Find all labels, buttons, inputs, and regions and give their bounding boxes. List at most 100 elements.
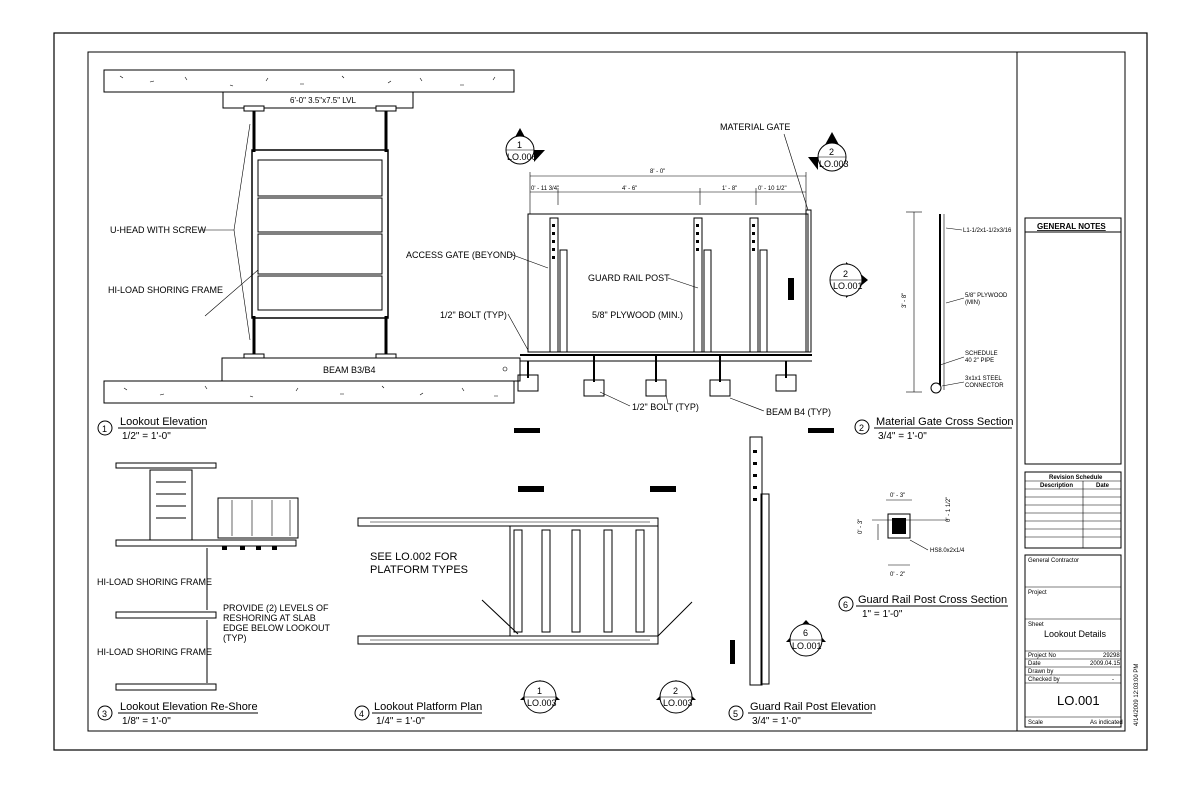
svg-text:(MIN): (MIN) bbox=[965, 300, 980, 306]
section-marker-lo001[interactable]: 2 LO.001 bbox=[829, 262, 868, 298]
view-1-title: Lookout Elevation bbox=[120, 416, 207, 428]
dim-4: 0' - 10 1/2" bbox=[758, 186, 787, 192]
svg-text:LO.001: LO.001 bbox=[792, 641, 822, 651]
view-6-title: Guard Rail Post Cross Section bbox=[858, 594, 1007, 606]
svg-text:29298: 29298 bbox=[1103, 653, 1120, 659]
svg-text:3/4" = 1'-0": 3/4" = 1'-0" bbox=[878, 431, 927, 442]
svg-text:6: 6 bbox=[803, 628, 808, 638]
svg-text:PLATFORM TYPES: PLATFORM TYPES bbox=[370, 564, 468, 576]
view-guard-rail-post-cross-section: 0' - 3" 0' - 3" 0' - 1 1/2" 0' - 2" HS8.… bbox=[838, 493, 1008, 620]
svg-text:Date: Date bbox=[1028, 661, 1041, 667]
svg-text:2: 2 bbox=[859, 423, 864, 433]
gate-height-dim: 3' - 8" bbox=[902, 293, 908, 308]
top-slab bbox=[103, 69, 515, 93]
svg-text:LO.001: LO.001 bbox=[833, 281, 863, 291]
svg-text:Sheet: Sheet bbox=[1028, 622, 1044, 628]
view-1-number-circle bbox=[97, 420, 113, 436]
svg-text:1/4" = 1'-0": 1/4" = 1'-0" bbox=[376, 716, 425, 727]
svg-text:(TYP): (TYP) bbox=[223, 633, 247, 643]
lvl-label: 6'-0" 3.5"x7.5" LVL bbox=[290, 96, 356, 105]
section-marker-lo003-top[interactable]: 2 LO.003 bbox=[808, 132, 849, 172]
plywood-panel bbox=[527, 213, 809, 353]
svg-text:CONNECTOR: CONNECTOR bbox=[965, 383, 1004, 389]
svg-text:Description: Description bbox=[1040, 483, 1073, 489]
svg-text:2: 2 bbox=[829, 147, 834, 157]
half-bolt-label-2: 1/2" BOLT (TYP) bbox=[632, 402, 699, 412]
svg-text:0' - 3": 0' - 3" bbox=[890, 493, 905, 499]
bottom-slab bbox=[103, 380, 515, 404]
sheet-number: LO.001 bbox=[1057, 693, 1100, 708]
view-lookout-platform-plan: SEE LO.002 FOR PLATFORM TYPES 1 LO.003 2… bbox=[354, 486, 696, 727]
svg-text:Scale: Scale bbox=[1028, 720, 1044, 726]
material-gate bbox=[805, 209, 812, 353]
section-marker-lo003-plan[interactable]: 1 LO.003 bbox=[520, 680, 560, 714]
svg-text:L1-1/2x1-1/2x3/16: L1-1/2x1-1/2x3/16 bbox=[963, 228, 1012, 234]
hi-load-label: HI-LOAD SHORING FRAME bbox=[108, 285, 223, 295]
svg-text:LO.006: LO.006 bbox=[507, 152, 537, 162]
svg-text:3x1x1 STEEL: 3x1x1 STEEL bbox=[965, 376, 1002, 382]
view-3-title: Lookout Elevation Re-Shore bbox=[120, 701, 258, 713]
access-gate-label: ACCESS GATE (BEYOND) bbox=[406, 250, 516, 260]
guard-rail-post-label: GUARD RAIL POST bbox=[588, 273, 670, 283]
svg-text:4: 4 bbox=[359, 709, 364, 719]
section-marker-lo003-plan-2[interactable]: 2 LO.003 bbox=[656, 680, 696, 714]
lvl-beam bbox=[222, 91, 414, 109]
svg-text:40 2" PIPE: 40 2" PIPE bbox=[965, 358, 994, 364]
view-4-title: Lookout Platform Plan bbox=[374, 701, 482, 713]
view-2-title: Material Gate Cross Section bbox=[876, 416, 1014, 428]
svg-text:EDGE BELOW LOOKOUT: EDGE BELOW LOOKOUT bbox=[223, 623, 331, 633]
svg-text:RESHORING AT SLAB: RESHORING AT SLAB bbox=[223, 613, 316, 623]
view-guard-rail-post-elevation: 6 LO.001 5 Guard Rail Post Elevation 3/4… bbox=[728, 436, 876, 727]
svg-text:Project No: Project No bbox=[1028, 653, 1057, 659]
svg-text:Project: Project bbox=[1028, 590, 1047, 596]
svg-text:0' - 2": 0' - 2" bbox=[890, 572, 905, 578]
svg-text:Date: Date bbox=[1096, 483, 1110, 489]
sheet-name: Lookout Details bbox=[1044, 629, 1107, 639]
svg-text:Revision Schedule: Revision Schedule bbox=[1049, 475, 1103, 481]
view-1-scale: 1/2" = 1'-0" bbox=[122, 431, 171, 442]
svg-text:SCHEDULE: SCHEDULE bbox=[965, 351, 998, 357]
svg-text:3: 3 bbox=[102, 709, 107, 719]
svg-text:2: 2 bbox=[843, 269, 848, 279]
svg-text:2: 2 bbox=[673, 686, 678, 696]
uhead-right bbox=[375, 105, 397, 112]
svg-text:6: 6 bbox=[843, 600, 848, 610]
svg-text:1: 1 bbox=[537, 686, 542, 696]
shoring-frame bbox=[251, 149, 389, 319]
inner-border bbox=[87, 51, 1126, 732]
svg-text:HI-LOAD SHORING FRAME: HI-LOAD SHORING FRAME bbox=[97, 577, 212, 587]
svg-text:0' - 3": 0' - 3" bbox=[858, 519, 864, 534]
svg-text:HS8.0x2x1/4: HS8.0x2x1/4 bbox=[930, 548, 965, 554]
u-head-label: U-HEAD WITH SCREW bbox=[110, 225, 206, 235]
svg-text:0' - 1 1/2": 0' - 1 1/2" bbox=[946, 497, 952, 522]
svg-text:5/8" PLYWOOD: 5/8" PLYWOOD bbox=[965, 293, 1008, 299]
svg-text:LO.003: LO.003 bbox=[527, 698, 557, 708]
outer-border bbox=[53, 32, 1148, 751]
dim-overall: 8' - 0" bbox=[650, 169, 665, 175]
plywood-label: 5/8" PLYWOOD (MIN.) bbox=[592, 310, 683, 320]
view-gate-elevation: 8' - 0" 0' - 11 3/4" 4' - 6" 1' - 8" 0' … bbox=[406, 122, 868, 433]
svg-text:As indicated: As indicated bbox=[1090, 720, 1123, 726]
svg-text:2009.04.15: 2009.04.15 bbox=[1090, 661, 1121, 667]
view-material-gate-cross-section: 3' - 8" L1-1/2x1-1/2x3/16 5/8" PLYWOOD (… bbox=[854, 211, 1014, 442]
half-bolt-label-1: 1/2" BOLT (TYP) bbox=[440, 310, 507, 320]
svg-text:HI-LOAD SHORING FRAME: HI-LOAD SHORING FRAME bbox=[97, 647, 212, 657]
svg-text:5: 5 bbox=[733, 709, 738, 719]
view-lookout-elevation: 6'-0" 3.5"x7.5" LVL BEAM B3/B4 U-HEAD WI… bbox=[97, 69, 521, 442]
svg-text:Checked by: Checked by bbox=[1028, 677, 1060, 683]
material-gate-label: MATERIAL GATE bbox=[720, 122, 790, 132]
dim-3: 1' - 8" bbox=[722, 186, 737, 192]
beam-b4-label: BEAM B4 (TYP) bbox=[766, 407, 831, 417]
section-marker-lo006[interactable]: 1 LO.006 bbox=[505, 128, 545, 165]
svg-text:1: 1 bbox=[517, 140, 522, 150]
svg-text:General Contractor: General Contractor bbox=[1028, 558, 1079, 564]
svg-text:Drawn by: Drawn by bbox=[1028, 669, 1053, 675]
svg-text:3/4" = 1'-0": 3/4" = 1'-0" bbox=[752, 716, 801, 727]
svg-text:LO.003: LO.003 bbox=[663, 698, 693, 708]
title-block: GENERAL NOTES Revision Schedule Descript… bbox=[1024, 217, 1140, 728]
dim-2: 4' - 6" bbox=[622, 186, 637, 192]
svg-text:-: - bbox=[1112, 677, 1114, 683]
view-lookout-reshore: HI-LOAD SHORING FRAME HI-LOAD SHORING FR… bbox=[97, 462, 331, 727]
section-marker-lo001-post[interactable]: 6 LO.001 bbox=[786, 620, 826, 657]
